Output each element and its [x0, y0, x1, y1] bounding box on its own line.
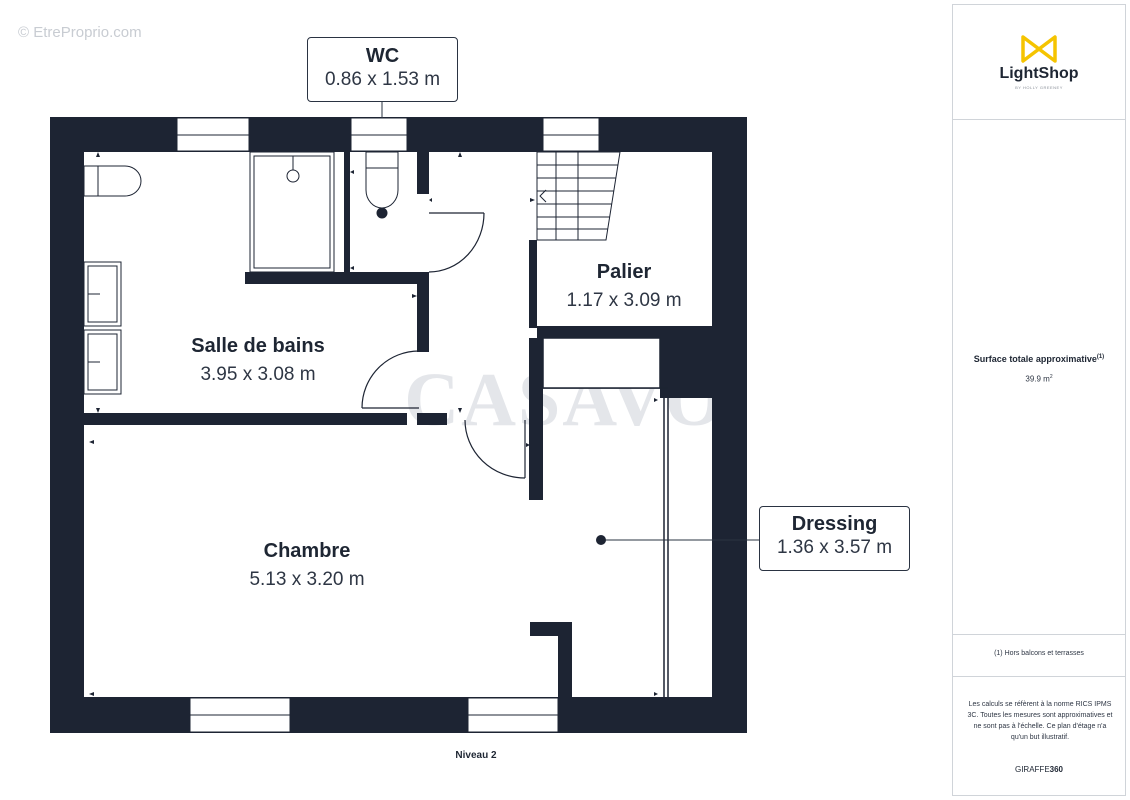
surface-label-text: Surface totale approximative: [973, 354, 1097, 364]
surface-label-note: (1): [1096, 354, 1105, 360]
logo-name: LightShop: [999, 65, 1079, 82]
note-section: (1) Hors balcons et terrasses: [953, 635, 1125, 677]
window-icon: [176, 117, 600, 733]
brand-suffix: 360: [1049, 765, 1064, 774]
floor-plan: © EtreProprio.com CASAVO: [18, 24, 910, 761]
surface-value-text: 39.9 m: [1025, 374, 1050, 384]
sink-icon: [83, 261, 122, 395]
surface-section: Surface totale approximative(1) 39.9 m2: [953, 120, 1125, 635]
toilet-icon: [83, 165, 142, 197]
wc-toilet-icon: [365, 151, 399, 219]
level-label: Niveau 2: [455, 750, 497, 761]
dressing-rail: [542, 337, 669, 697]
room-dims-chambre: 5.13 x 3.20 m: [249, 569, 364, 590]
lightshop-logo-icon: [1021, 35, 1057, 63]
surface-label: Surface totale approximative(1): [953, 354, 1125, 364]
brand-credit: GIRAFFE360: [953, 765, 1125, 774]
room-name-dressing: Dressing: [791, 513, 878, 535]
room-dims-salle-de-bains: 3.95 x 3.08 m: [200, 364, 315, 385]
room-name-salle-de-bains: Salle de bains: [191, 335, 324, 357]
exterior-walls: [50, 117, 747, 733]
floor-plan-drawing: CASAVO: [50, 101, 760, 733]
legal-text: Les calculs se réfèrent à la norme RICS …: [967, 701, 1113, 741]
dressing-callout-dot: [596, 535, 606, 545]
interior-walls: [84, 152, 712, 698]
room-dims-palier: 1.17 x 3.09 m: [566, 290, 681, 311]
stairs-icon: [536, 151, 621, 241]
legal-section: Les calculs se réfèrent à la norme RICS …: [953, 677, 1125, 797]
room-dims-dressing: 1.36 x 3.57 m: [776, 537, 893, 558]
logo-tagline: BY HOLLY GREENEY: [1015, 85, 1063, 90]
copyright-text: © EtreProprio.com: [18, 24, 142, 41]
shower-icon: [249, 151, 335, 273]
info-sidebar: LightShop BY HOLLY GREENEY Surface total…: [952, 4, 1126, 796]
wc-callout: WC 0.86 x 1.53 m: [307, 37, 458, 102]
room-name-wc: WC: [365, 45, 400, 67]
room-name-chambre: Chambre: [264, 540, 351, 562]
room-name-palier: Palier: [597, 261, 652, 283]
room-dims-wc: 0.86 x 1.53 m: [324, 69, 441, 90]
measurement-markers: [89, 152, 658, 696]
footnote: (1) Hors balcons et terrasses: [994, 650, 1084, 657]
surface-value: 39.9 m2: [953, 374, 1125, 384]
surface-unit-sup: 2: [1049, 374, 1053, 380]
dressing-callout: Dressing 1.36 x 3.57 m: [759, 506, 910, 571]
brand-prefix: GIRAFFE: [1014, 765, 1050, 774]
door-swing-icon: [361, 212, 526, 479]
logo-section: LightShop BY HOLLY GREENEY: [953, 5, 1125, 120]
